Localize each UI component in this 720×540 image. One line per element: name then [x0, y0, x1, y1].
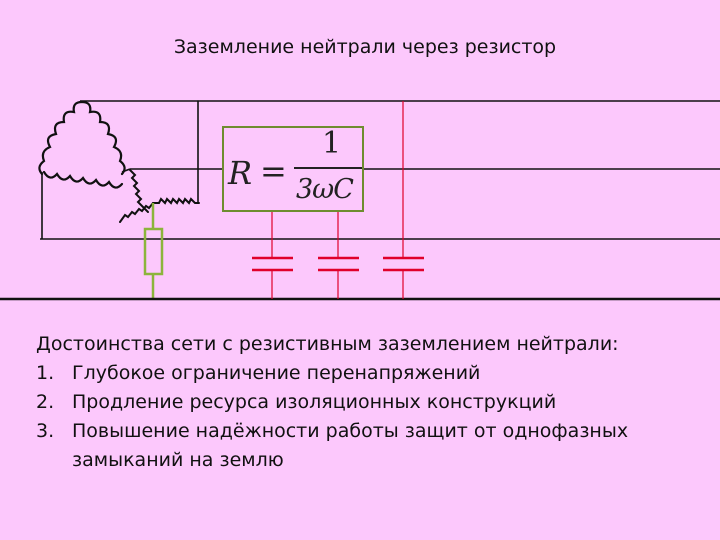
list-item: 3. Повышение надёжности работы защит от …: [36, 417, 706, 475]
list-item-number: 3.: [36, 420, 55, 442]
coil-left: [38, 100, 84, 176]
star-coil-upper: [129, 169, 149, 213]
neutral-resistor: [143, 203, 164, 299]
star-coil-right: [152, 197, 200, 205]
formula-numerator: 1: [322, 126, 342, 161]
formula-box: R = 1 3ωC: [222, 126, 364, 212]
list-item-text: Продление ресурса изоляционных конструкц…: [72, 391, 557, 413]
formula-denominator: 3ωC: [296, 174, 354, 205]
capacitor-c: [383, 101, 424, 299]
delta-winding: [38, 100, 126, 189]
advantages-section: Достоинства сети с резистивным заземлени…: [36, 330, 706, 475]
formula-equals: =: [260, 152, 287, 190]
page-title: Заземление нейтрали через резистор: [173, 36, 557, 58]
star-winding: [119, 100, 200, 223]
formula-fraction-bar: [294, 167, 362, 169]
capacitor-b: [318, 212, 359, 299]
list-item-number: 1.: [36, 362, 55, 384]
advantages-list: 1. Глубокое ограничение перенапряжений 2…: [36, 359, 706, 475]
advantages-heading: Достоинства сети с резистивным заземлени…: [36, 333, 619, 355]
list-item: 2. Продление ресурса изоляционных констр…: [36, 388, 706, 417]
resistor-body: [143, 227, 164, 276]
list-item: 1. Глубокое ограничение перенапряжений: [36, 359, 706, 388]
list-item-text: Глубокое ограничение перенапряжений: [72, 362, 481, 384]
star-coil-lower: [119, 202, 154, 223]
coil-bottom: [42, 170, 124, 189]
coil-right: [80, 100, 126, 176]
formula-lhs: R: [228, 154, 253, 192]
list-item-number: 2.: [36, 391, 55, 413]
list-item-text: Повышение надёжности работы защит от одн…: [72, 420, 629, 471]
phase-lines: [40, 100, 720, 240]
